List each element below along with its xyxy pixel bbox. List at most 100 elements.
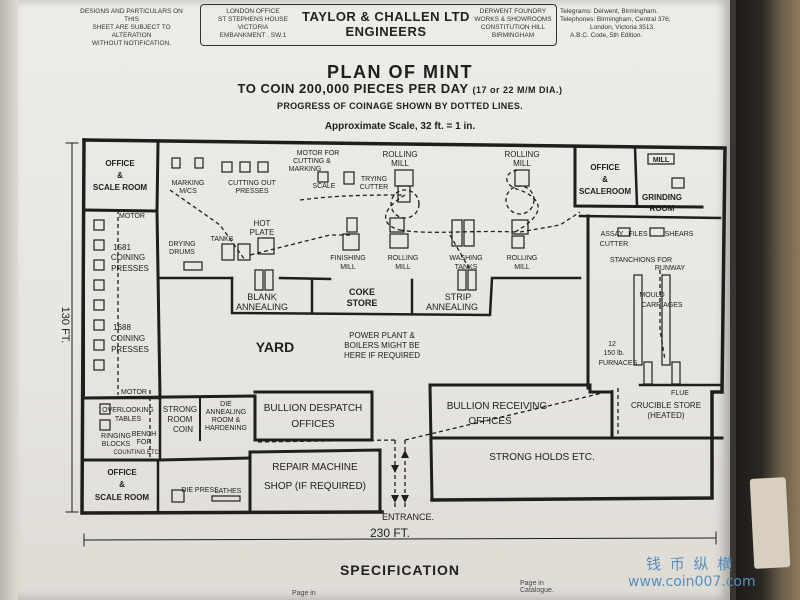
- machinery-symbols: [93, 153, 685, 503]
- cutting-press: [257, 161, 269, 173]
- cutting-press: [221, 161, 233, 173]
- building-label: BLANK: [247, 292, 277, 302]
- equipment-label: PRESSES: [111, 345, 149, 354]
- address-line: EMBANKMENT . SW.1: [219, 32, 287, 39]
- scale-machine: [317, 171, 329, 183]
- wall-receiving-left: [428, 383, 434, 502]
- london-office-address: LONDON OFFICE ST STEPHENS HOUSE VICTORIA…: [205, 8, 301, 40]
- works-address: DERWENT FOUNDRY WORKS & SHOWROOMS CONSTI…: [473, 8, 553, 40]
- rolling-mill-machine: [389, 217, 405, 233]
- building-label: HERE IF REQUIRED: [344, 351, 420, 360]
- wall-annealing-row: [230, 276, 582, 317]
- arrow-icon: [391, 495, 399, 503]
- equipment-label: COINING: [111, 253, 145, 262]
- entrance-label: ENTRANCE.: [382, 512, 434, 522]
- coining-press: [93, 359, 105, 371]
- equipment-label: ANNEALING: [206, 409, 246, 416]
- equipment-label: ASSAY: [601, 231, 624, 238]
- building-labels: BLANK ANNEALING COKE STORE STRIP ANNEALI…: [59, 287, 595, 540]
- company-name-line: TAYLOR & CHALLEN LTD: [302, 9, 470, 24]
- wall-workshops: [82, 394, 257, 442]
- shears-machine: [649, 227, 665, 237]
- building-label: ANNEALING: [236, 302, 288, 312]
- company-name: TAYLOR & CHALLEN LTD ENGINEERS: [301, 9, 471, 39]
- equipment-label: DIE: [220, 401, 232, 408]
- lathe: [211, 495, 241, 502]
- address-line: BIRMINGHAM: [491, 32, 535, 39]
- flow-loop: [390, 189, 420, 219]
- marking-machine: [194, 157, 204, 169]
- page-in-left: Page in: [292, 590, 316, 597]
- equipment-label: TRYING: [361, 176, 387, 183]
- equipment-label: DIE PRESS: [181, 487, 219, 494]
- equipment-label: COINING: [111, 334, 145, 343]
- note-line: SHEET ARE SUBJECT TO ALTERATION: [92, 24, 171, 39]
- room-label: &: [117, 171, 123, 180]
- arrow-icon: [401, 495, 409, 503]
- coining-press: [93, 339, 105, 351]
- equipment-label: CARRIAGES: [641, 302, 683, 309]
- equipment-label: FLUE: [671, 390, 689, 397]
- address-line: WORKS & SHOWROOMS: [474, 16, 552, 23]
- mould-runway: [633, 274, 643, 366]
- equipment-label: COIN: [173, 425, 193, 434]
- equipment-label: MARKING: [289, 166, 322, 173]
- contact-details: Telegrams: Derwent, Birmingham. Telephon…: [560, 8, 700, 40]
- flow-line: [254, 439, 396, 443]
- equipment-label: TANKS: [211, 236, 234, 243]
- equipment-label: CUTTING OUT: [228, 180, 277, 187]
- room-label: &: [119, 480, 125, 489]
- room-labels: OFFICE & SCALE ROOM OFFICE & SCALEROOM M…: [93, 157, 682, 502]
- equipment-label: HOT: [254, 219, 271, 228]
- equipment-label: CUTTER: [600, 241, 628, 248]
- finishing-mill-machine: [346, 217, 358, 233]
- overlooking-table: [99, 403, 111, 415]
- address-line: VICTORIA: [237, 24, 269, 31]
- equipment-label: CRUCIBLE STORE: [631, 401, 701, 410]
- equipment-label: MOTOR: [119, 213, 145, 220]
- contact-line: A.B.C. Code, 5th Edition.: [570, 32, 643, 39]
- wall-annealing-gap: [278, 276, 332, 281]
- equipment-label: PLATE: [250, 228, 275, 237]
- equipment-label: LATHES: [215, 488, 242, 495]
- height-dimension-ticks: [65, 142, 79, 513]
- equipment-label: MILL: [395, 264, 411, 271]
- flow-line: [506, 169, 539, 233]
- equipment-label: BENCH: [132, 431, 157, 438]
- yard-label: YARD: [256, 339, 294, 355]
- building-label: STRONG HOLDS ETC.: [489, 452, 595, 463]
- watermark-chinese: 钱 币 纵 横: [646, 555, 735, 573]
- address-line: CONSTITUTION HILL: [480, 24, 546, 31]
- drying-drum: [183, 261, 203, 271]
- room-label: OFFICE: [105, 159, 135, 168]
- building-label: BULLION DESPATCH: [264, 403, 363, 414]
- flow-line: [659, 270, 666, 361]
- annealing-furnace: [264, 269, 274, 291]
- equipment-label: PRESSES: [235, 188, 268, 195]
- coining-press: [93, 279, 105, 291]
- flow-line: [399, 229, 516, 233]
- equipment-label: ROLLING: [507, 255, 538, 262]
- equipment-label: TABLES: [115, 416, 142, 423]
- rolling-mill-machine: [514, 169, 530, 187]
- room-label: MILL: [653, 157, 670, 164]
- equipment-label: TANKS: [455, 264, 478, 271]
- tank: [221, 243, 235, 261]
- building-label: OFFICES: [468, 416, 512, 427]
- building-label: REPAIR MACHINE: [272, 462, 358, 473]
- scale-note: Approximate Scale, 32 ft. = 1 in.: [324, 121, 476, 132]
- equipment-label: CUTTER: [360, 184, 388, 191]
- equipment-label: ROLLING: [388, 255, 419, 262]
- previous-page-edge: [0, 0, 22, 600]
- annealing-furnace: [457, 269, 467, 291]
- equipment-label: MILL: [514, 264, 530, 271]
- building-label: BULLION RECEIVING: [447, 401, 548, 412]
- equipment-label: FOR: [137, 439, 152, 446]
- width-dimension-ticks: [83, 531, 717, 547]
- rolling-mill-machine: [511, 235, 525, 249]
- equipment-label: WASHING: [449, 255, 482, 262]
- flow-line: [384, 194, 406, 231]
- washing-tank: [451, 219, 463, 247]
- room-label: SCALEROOM: [579, 187, 631, 196]
- grinding-machine: [671, 177, 685, 189]
